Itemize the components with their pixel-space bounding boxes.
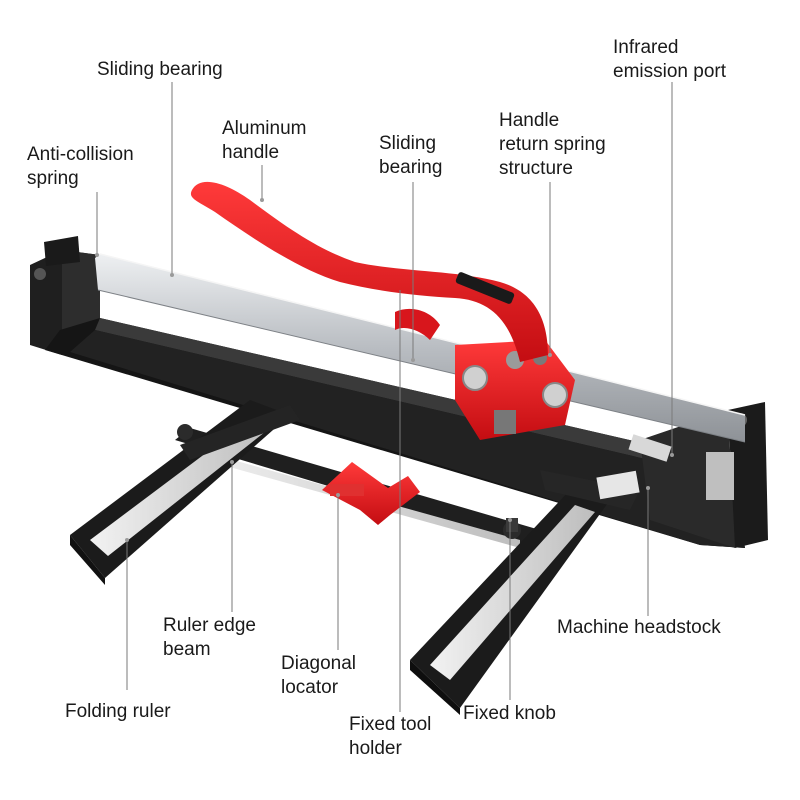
- label-text: Aluminum: [222, 118, 307, 139]
- label-infrared-emission-port: Infrared emission port: [613, 36, 726, 84]
- label-text: beam: [163, 639, 211, 660]
- label-text: Handle: [499, 110, 560, 131]
- label-fixed-knob: Fixed knob: [463, 702, 556, 726]
- label-handle-return-spring: Handle return spring structure: [499, 109, 606, 181]
- label-text: Ruler edge: [163, 615, 256, 636]
- label-anti-collision-spring: Anti-collision spring: [27, 143, 134, 191]
- diagonal-locator-part: [322, 462, 420, 525]
- label-text: handle: [222, 142, 280, 163]
- label-text: return spring: [499, 134, 606, 155]
- label-sliding-bearing-mid: Sliding bearing: [379, 132, 442, 180]
- label-text: Fixed knob: [463, 703, 556, 724]
- label-text: Sliding: [379, 133, 437, 154]
- label-text: Folding ruler: [65, 701, 171, 722]
- label-text: holder: [349, 738, 402, 759]
- label-text: spring: [27, 168, 79, 189]
- left-folding-ruler-part: [70, 400, 300, 585]
- label-text: Diagonal: [281, 653, 356, 674]
- label-diagonal-locator: Diagonal locator: [281, 652, 356, 700]
- label-text: Machine headstock: [557, 617, 721, 638]
- label-text: locator: [281, 677, 339, 698]
- label-text: Sliding bearing: [97, 59, 223, 80]
- label-machine-headstock: Machine headstock: [557, 616, 721, 640]
- label-text: emission port: [613, 61, 726, 82]
- cutter-head: [455, 340, 575, 440]
- label-sliding-bearing-top: Sliding bearing: [97, 58, 223, 82]
- label-text: Infrared: [613, 37, 679, 58]
- label-fixed-tool-holder: Fixed tool holder: [349, 713, 431, 761]
- leader-lines: [95, 82, 674, 712]
- sliding-rail: [95, 253, 746, 443]
- label-text: structure: [499, 158, 573, 179]
- label-text: bearing: [379, 157, 443, 178]
- label-folding-ruler: Folding ruler: [65, 700, 171, 724]
- label-text: Fixed tool: [349, 714, 432, 735]
- label-ruler-edge-beam: Ruler edge beam: [163, 614, 256, 662]
- label-aluminum-handle: Aluminum handle: [222, 117, 306, 165]
- label-text: Anti-collision: [27, 144, 134, 165]
- aluminum-handle-part: [190, 181, 548, 362]
